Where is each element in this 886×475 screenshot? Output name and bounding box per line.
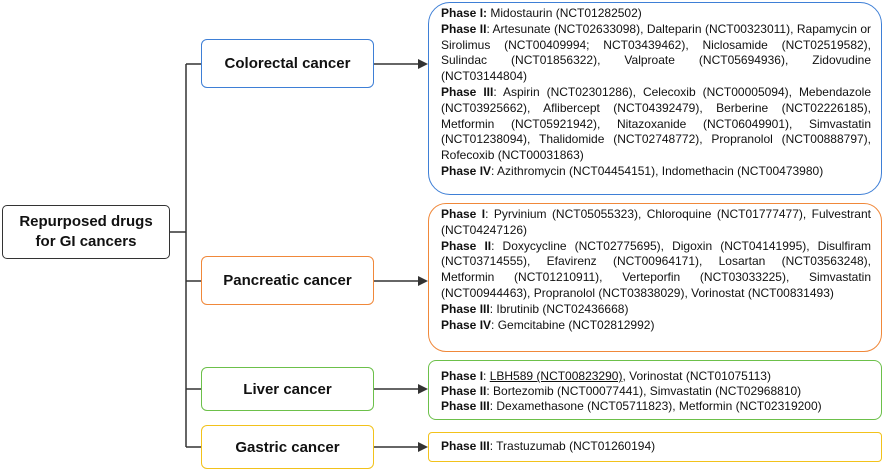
drug-text: : Ibrutinib (NCT02436668): [489, 301, 629, 316]
drug-text: : Doxycycline (NCT02775695), Digoxin (NC…: [441, 238, 871, 300]
category-gastric: Gastric cancer: [201, 425, 374, 469]
phase-label: Phase IV: [441, 317, 492, 332]
root-node: Repurposed drugs for GI cancers: [2, 205, 170, 259]
root-title-line2: for GI cancers: [35, 233, 137, 250]
colorectal-drug-list: Phase I: Midostaurin (NCT01282502) Phase…: [428, 2, 882, 195]
colorectal-phase-1: Phase I: Midostaurin (NCT01282502): [441, 6, 871, 22]
drug-text: : Dexamethasone (NCT05711823), Metformin…: [489, 399, 822, 413]
drug-text: Midostaurin (NCT01282502): [487, 6, 642, 20]
phase-label: Phase II: [441, 384, 487, 398]
drug-text: : Trastuzumab (NCT01260194): [489, 439, 656, 453]
category-pancreatic: Pancreatic cancer: [201, 256, 374, 305]
phase-label: Phase II: [441, 21, 487, 36]
colorectal-phase-2: Phase II: Artesunate (NCT02633098), Dalt…: [441, 22, 871, 85]
pancreatic-phase-3: Phase III: Ibrutinib (NCT02436668): [441, 302, 871, 318]
phase-label: Phase IV: [441, 163, 492, 178]
root-title-line1: Repurposed drugs: [19, 213, 153, 230]
gastric-phase-1: Phase III: Trastuzumab (NCT01260194): [441, 439, 871, 455]
drug-text: , Vorinostat (NCT01075113): [622, 369, 771, 383]
drug-text: : Artesunate (NCT02633098), Dalteparin (…: [441, 21, 871, 84]
colorectal-phase-4: Phase IV: Azithromycin (NCT04454151), In…: [441, 164, 871, 180]
pancreatic-phase-1: Phase I: Pyrvinium (NCT05055323), Chloro…: [441, 207, 871, 239]
drug-text: : Gemcitabine (NCT02812992): [491, 317, 655, 332]
phase-label: Phase I: [441, 369, 484, 383]
underlined-drug: LBH589 (NCT00823290): [489, 369, 623, 383]
category-liver: Liver cancer: [201, 367, 374, 411]
phase-label: Phase III: [441, 84, 494, 99]
liver-phase-3: Phase III: Dexamethasone (NCT05711823), …: [441, 399, 871, 414]
drug-text: : Azithromycin (NCT04454151), Indomethac…: [491, 163, 824, 178]
liver-drug-list: Phase I: LBH589 (NCT00823290), Vorinosta…: [428, 360, 882, 420]
category-colorectal: Colorectal cancer: [201, 39, 374, 88]
phase-label: Phase III: [441, 301, 490, 316]
phase-label: Phase II: [441, 238, 492, 253]
pancreatic-phase-4: Phase IV: Gemcitabine (NCT02812992): [441, 318, 871, 334]
drug-text: : Pyrvinium (NCT05055323), Chloroquine (…: [441, 207, 871, 237]
phase-label: Phase I: [441, 207, 486, 221]
pancreatic-phase-2: Phase II: Doxycycline (NCT02775695), Dig…: [441, 239, 871, 302]
drug-text: : Bortezomib (NCT00077441), Simvastatin …: [486, 384, 802, 398]
drug-text: : Aspirin (NCT02301286), Celecoxib (NCT0…: [441, 84, 871, 163]
phase-label: Phase III: [441, 399, 490, 413]
gastric-drug-list: Phase III: Trastuzumab (NCT01260194): [428, 432, 882, 462]
colorectal-phase-3: Phase III: Aspirin (NCT02301286), Celeco…: [441, 85, 871, 164]
liver-phase-2: Phase II: Bortezomib (NCT00077441), Simv…: [441, 384, 871, 399]
phase-label: Phase I:: [441, 6, 488, 20]
liver-phase-1: Phase I: LBH589 (NCT00823290), Vorinosta…: [441, 369, 771, 383]
pancreatic-drug-list: Phase I: Pyrvinium (NCT05055323), Chloro…: [428, 203, 882, 352]
phase-label: Phase III: [441, 439, 490, 453]
